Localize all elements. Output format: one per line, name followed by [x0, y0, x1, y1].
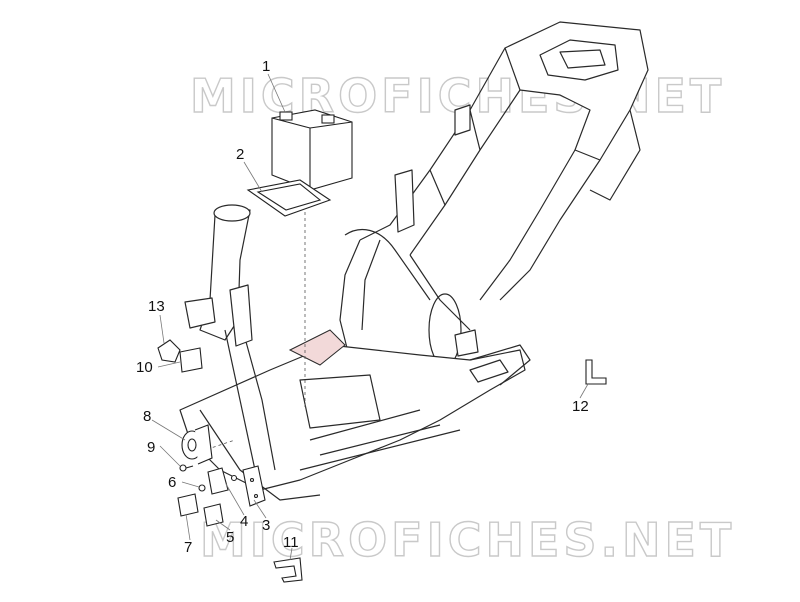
- angle-bracket-part: [585, 359, 607, 385]
- callout-8: 8: [143, 408, 151, 425]
- callout-2: 2: [236, 146, 244, 163]
- callout-1: 1: [262, 58, 270, 75]
- callout-6: 6: [168, 474, 176, 491]
- callout-11: 11: [283, 534, 299, 551]
- leader-lines: [151, 73, 589, 561]
- battery-part: [271, 109, 353, 191]
- support-plate-part: [273, 557, 303, 583]
- bracket-part: [242, 465, 266, 507]
- callout-3: 3: [262, 517, 270, 534]
- watermark-bottom: MICROFICHES.NET: [200, 513, 735, 567]
- callout-7: 7: [184, 539, 192, 556]
- scooter-frame: [179, 21, 649, 501]
- relay-part: [179, 347, 203, 373]
- callout-9: 9: [147, 439, 155, 456]
- callout-10: 10: [136, 359, 153, 376]
- callout-13: 13: [148, 298, 165, 315]
- callout-12: 12: [572, 398, 589, 415]
- relay-block-part: [207, 467, 238, 495]
- screw-part-6: [198, 484, 206, 492]
- callout-5: 5: [226, 529, 234, 546]
- battery-pad-part: [246, 179, 332, 217]
- relay-holder-part: [157, 339, 181, 363]
- screw-part-9: [179, 464, 194, 472]
- callout-labels: 1 2 13 10 8 9 6 4 3 5 7 11 12: [136, 58, 589, 556]
- callout-4: 4: [240, 513, 248, 530]
- relay-part-5: [203, 503, 224, 527]
- horn-part: [181, 424, 213, 465]
- relay-part-7: [177, 493, 199, 517]
